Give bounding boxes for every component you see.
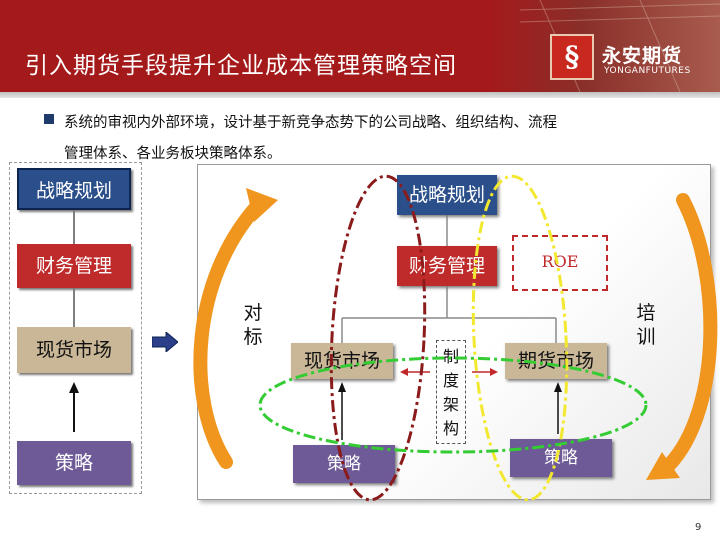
logo-mark: §	[550, 34, 594, 80]
logo-chinese-name: 永安期货	[602, 45, 683, 67]
connector-line	[73, 210, 75, 244]
system-architecture-box: 制 度 架 构	[436, 340, 466, 444]
system-char: 构	[442, 419, 459, 438]
right-finance-box: 财务管理	[397, 246, 497, 286]
bullet-square-icon	[44, 114, 54, 124]
right-tactics-right-box: 策略	[510, 439, 612, 477]
right-tactics-left-box: 策略	[293, 445, 395, 483]
training-char: 训	[636, 326, 656, 348]
training-label: 培 训	[634, 301, 658, 349]
connector-line	[73, 288, 75, 327]
intro-text-line-2: 管理体系、各业务板块策略体系。	[64, 146, 282, 162]
header-photo-shade	[490, 0, 720, 92]
company-logo: § 永安期货 YONGANFUTURES	[542, 6, 697, 88]
right-arrow-icon	[152, 332, 178, 352]
right-strategy-box: 战略规划	[397, 175, 497, 215]
left-strategy-box: 战略规划	[17, 168, 131, 210]
benchmark-char: 标	[243, 326, 263, 348]
page-number: 9	[695, 522, 702, 533]
roe-box: ROE	[512, 235, 608, 291]
left-finance-box: 财务管理	[17, 244, 131, 288]
system-char: 架	[442, 395, 459, 414]
right-futures-market-box: 期货市场	[505, 343, 607, 379]
slide-title: 引入期货手段提升企业成本管理策略空间	[25, 53, 457, 79]
header-banner: 引入期货手段提升企业成本管理策略空间 § 永安期货 YONGANFUTURES	[0, 0, 720, 92]
left-tactics-box: 策略	[17, 441, 131, 485]
right-spot-market-box: 现货市场	[291, 343, 393, 379]
benchmark-char: 对	[243, 302, 263, 324]
intro-text-line-1: 系统的审视内外部环境，设计基于新竞争态势下的公司战略、组织结构、流程	[64, 115, 557, 131]
left-spot-market-box: 现货市场	[17, 327, 131, 373]
logo-english-name: YONGANFUTURES	[604, 66, 691, 76]
system-char: 制	[442, 347, 459, 366]
left-hierarchy-frame	[9, 162, 142, 494]
benchmark-label: 对 标	[241, 301, 265, 349]
system-char: 度	[442, 371, 459, 390]
training-char: 培	[636, 302, 656, 324]
header-divider	[0, 92, 720, 98]
